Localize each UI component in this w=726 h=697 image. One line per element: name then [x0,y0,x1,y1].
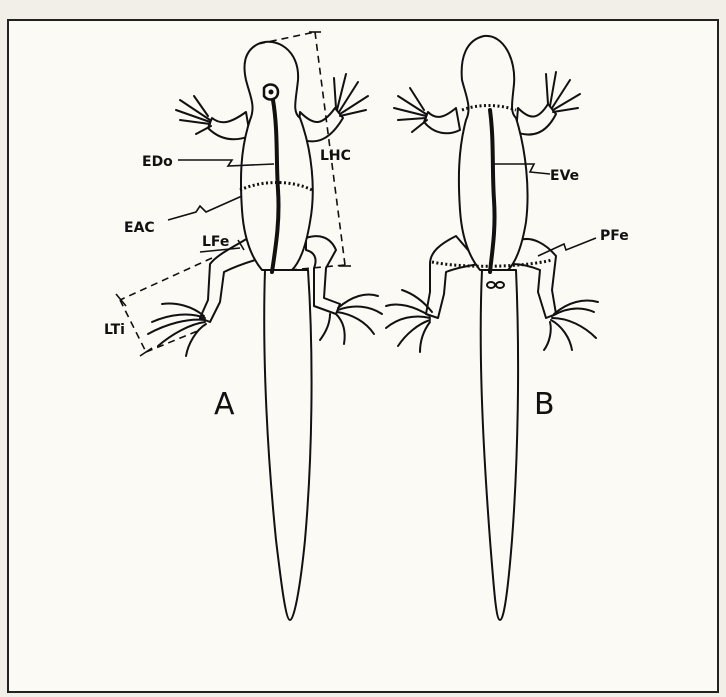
panel-label-a: A [214,387,235,422]
figure-frame [8,20,718,692]
label-lti: LTi [104,322,125,338]
label-lhc: LHC [320,148,351,164]
label-pfe: PFe [600,228,629,244]
label-lfe: LFe [202,234,229,250]
label-edo: EDo [142,154,173,170]
label-eve: EVe [550,168,579,184]
label-eac: EAC [124,220,155,236]
panel-label-b: B [534,387,555,422]
